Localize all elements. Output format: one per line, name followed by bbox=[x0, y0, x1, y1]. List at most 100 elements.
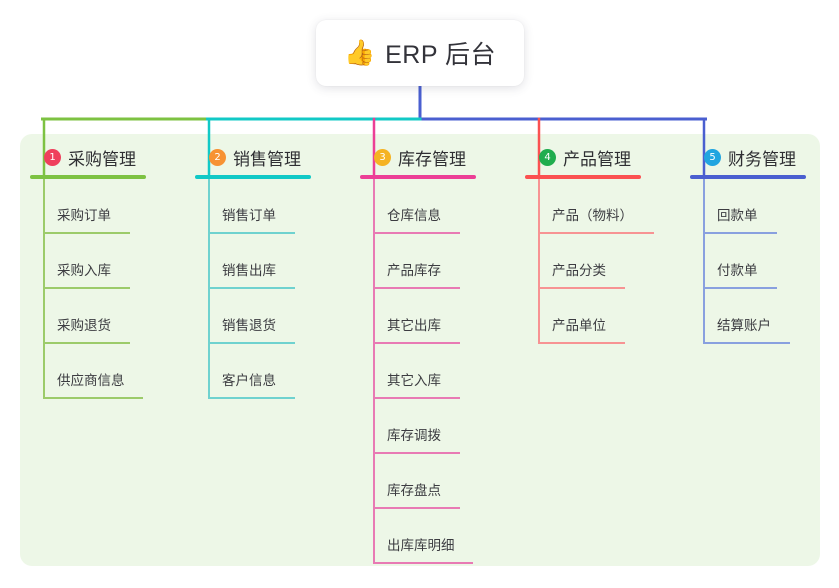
branch-item-underline bbox=[43, 287, 130, 289]
branch-column-4: 4 产品管理产品（物料） 产品分类产品单位 bbox=[525, 145, 654, 344]
branch-item-label: 产品库存 bbox=[387, 263, 441, 278]
branch-item[interactable]: 其它出库 bbox=[360, 289, 476, 344]
branch-item-list: 仓库信息产品库存其它出库其它入库库存调拨库存盘点出库库明细 bbox=[360, 179, 476, 564]
branch-title-underline bbox=[525, 175, 641, 179]
branch-item-list: 回款单付款单结算账户 bbox=[690, 179, 806, 344]
branch-column-2: 2 销售管理销售订单销售出库销售退货客户信息 bbox=[195, 145, 311, 399]
branch-column-1: 1 采购管理采购订单采购入库采购退货供应商信息 bbox=[30, 145, 146, 399]
branch-item-underline bbox=[373, 507, 460, 509]
branch-title-underline bbox=[195, 175, 311, 179]
branch-item-underline bbox=[43, 397, 143, 399]
root-node-title: ERP 后台 bbox=[385, 41, 497, 69]
branch-item-underline bbox=[373, 452, 460, 454]
branch-number-badge: 3 bbox=[374, 148, 391, 166]
branch-item[interactable]: 产品（物料） bbox=[525, 179, 654, 234]
branch-item-label: 采购入库 bbox=[57, 263, 111, 278]
branch-title: 产品管理 bbox=[563, 149, 631, 169]
branch-column-3: 3 库存管理仓库信息产品库存其它出库其它入库库存调拨库存盘点出库库明细 bbox=[360, 145, 476, 564]
branch-item-underline bbox=[373, 342, 460, 344]
branch-item-label: 客户信息 bbox=[222, 373, 276, 388]
branch-item-label: 出库库明细 bbox=[387, 538, 455, 553]
branch-item[interactable]: 库存盘点 bbox=[360, 454, 476, 509]
branch-item[interactable]: 产品单位 bbox=[525, 289, 641, 344]
branch-item-underline bbox=[43, 342, 130, 344]
branch-item[interactable]: 仓库信息 bbox=[360, 179, 476, 234]
branch-item[interactable]: 结算账户 bbox=[690, 289, 806, 344]
branch-item-label: 回款单 bbox=[717, 208, 758, 223]
branch-item-underline bbox=[538, 287, 625, 289]
branch-item-underline bbox=[208, 342, 295, 344]
thumbs-up-icon: 👍 bbox=[343, 38, 376, 67]
root-node[interactable]: 👍 ERP 后台 bbox=[316, 20, 524, 86]
branch-spine bbox=[373, 179, 375, 564]
branch-item[interactable]: 付款单 bbox=[690, 234, 806, 289]
branch-item-label: 结算账户 bbox=[717, 318, 771, 333]
branch-header-1[interactable]: 1 采购管理 bbox=[30, 145, 146, 169]
branch-item-label: 销售订单 bbox=[222, 208, 276, 223]
branch-title-underline bbox=[360, 175, 476, 179]
branch-item[interactable]: 产品分类 bbox=[525, 234, 641, 289]
branch-item[interactable]: 其它入库 bbox=[360, 344, 476, 399]
branch-item[interactable]: 产品库存 bbox=[360, 234, 476, 289]
branch-item-underline bbox=[703, 287, 777, 289]
branch-item-label: 采购退货 bbox=[57, 318, 111, 333]
branch-item[interactable]: 销售出库 bbox=[195, 234, 311, 289]
branch-spine bbox=[538, 179, 540, 344]
branch-item-label: 其它出库 bbox=[387, 318, 441, 333]
branch-item[interactable]: 出库库明细 bbox=[360, 509, 476, 564]
branch-item-label: 产品（物料） bbox=[552, 208, 633, 223]
branch-item[interactable]: 采购入库 bbox=[30, 234, 146, 289]
branch-item[interactable]: 采购订单 bbox=[30, 179, 146, 234]
branch-item-underline bbox=[373, 287, 460, 289]
branch-header-5[interactable]: 5 财务管理 bbox=[690, 145, 806, 169]
branch-title: 库存管理 bbox=[398, 149, 466, 169]
branch-item-list: 采购订单采购入库采购退货供应商信息 bbox=[30, 179, 146, 399]
branch-item-label: 仓库信息 bbox=[387, 208, 441, 223]
diagram-panel bbox=[20, 134, 820, 566]
branch-item-underline bbox=[538, 232, 654, 234]
branch-item[interactable]: 销售退货 bbox=[195, 289, 311, 344]
branch-title-underline bbox=[30, 175, 146, 179]
branch-item-underline bbox=[208, 287, 295, 289]
branch-title: 销售管理 bbox=[233, 149, 301, 169]
branch-spine bbox=[208, 179, 210, 399]
branch-header-4[interactable]: 4 产品管理 bbox=[525, 145, 641, 169]
branch-item[interactable]: 采购退货 bbox=[30, 289, 146, 344]
branch-number-badge: 5 bbox=[704, 148, 721, 166]
branch-item-underline bbox=[538, 342, 625, 344]
branch-item-underline bbox=[703, 232, 777, 234]
branch-item-label: 销售退货 bbox=[222, 318, 276, 333]
branch-column-5: 5 财务管理回款单付款单结算账户 bbox=[690, 145, 806, 344]
branch-item-label: 其它入库 bbox=[387, 373, 441, 388]
branch-item[interactable]: 回款单 bbox=[690, 179, 806, 234]
branch-item-underline bbox=[43, 232, 130, 234]
branch-item-label: 销售出库 bbox=[222, 263, 276, 278]
branch-spine bbox=[703, 179, 705, 344]
branch-item-label: 供应商信息 bbox=[57, 373, 125, 388]
branch-item-underline bbox=[373, 562, 473, 564]
branch-number-badge: 2 bbox=[209, 148, 226, 166]
branch-spine bbox=[43, 179, 45, 399]
branch-title: 采购管理 bbox=[68, 149, 136, 169]
branch-item-label: 产品单位 bbox=[552, 318, 606, 333]
branch-item[interactable]: 销售订单 bbox=[195, 179, 311, 234]
branch-item-underline bbox=[208, 232, 295, 234]
branch-number-badge: 4 bbox=[539, 148, 556, 166]
branch-item-underline bbox=[373, 232, 460, 234]
branch-item-list: 产品（物料） 产品分类产品单位 bbox=[525, 179, 654, 344]
branch-header-3[interactable]: 3 库存管理 bbox=[360, 145, 476, 169]
branch-item[interactable]: 库存调拨 bbox=[360, 399, 476, 454]
branch-title: 财务管理 bbox=[728, 149, 796, 169]
branch-item-label: 付款单 bbox=[717, 263, 758, 278]
branch-item[interactable]: 客户信息 bbox=[195, 344, 311, 399]
branch-title-underline bbox=[690, 175, 806, 179]
branch-item-underline bbox=[208, 397, 295, 399]
branch-header-2[interactable]: 2 销售管理 bbox=[195, 145, 311, 169]
branch-item-underline bbox=[373, 397, 460, 399]
branch-number-badge: 1 bbox=[44, 148, 61, 166]
branch-item[interactable]: 供应商信息 bbox=[30, 344, 146, 399]
branch-item-label: 库存调拨 bbox=[387, 428, 441, 443]
branch-item-label: 产品分类 bbox=[552, 263, 606, 278]
branch-item-list: 销售订单销售出库销售退货客户信息 bbox=[195, 179, 311, 399]
